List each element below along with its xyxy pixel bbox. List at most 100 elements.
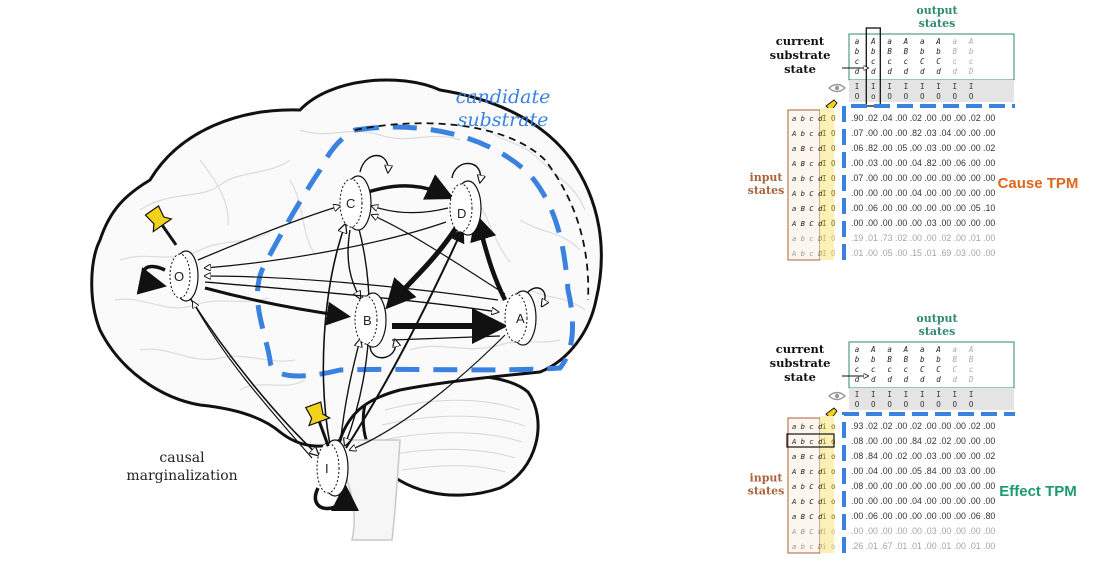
pushpin-icon (304, 401, 332, 447)
self-loops (136, 155, 545, 512)
output-state-letter: A (870, 37, 876, 46)
eye-pupil (834, 393, 840, 399)
output-states-label: states (919, 17, 956, 30)
output-io-letter: I (855, 82, 860, 91)
output-io-letter: I (871, 390, 876, 399)
output-state-letter: B (887, 355, 892, 364)
candidate-label-line1: candidate (456, 86, 551, 108)
output-state-letter: C (936, 365, 941, 374)
output-io-letter: I (887, 82, 892, 91)
output-state-letter: B (953, 47, 958, 56)
tpm-title: Effect TPM (999, 483, 1077, 500)
brain-illustration: O C D B A (90, 78, 603, 541)
output-state-letter: a (855, 37, 860, 46)
output-state-letter: c (855, 365, 860, 374)
output-state-letter: B (904, 47, 909, 56)
node-O-label: O (174, 269, 184, 284)
pushpin-icon (144, 205, 178, 246)
nodes: O C D B A (169, 175, 537, 497)
output-state-letter: B (953, 355, 958, 364)
output-state-letter: A (935, 37, 941, 46)
input-states-box (787, 417, 821, 554)
output-state-letter: c (904, 365, 909, 374)
output-state-letter: a (887, 37, 892, 46)
tpm-row-values: .06 .82 .00 .05 .00 .03 .00 .00 .00 .02 (851, 143, 995, 153)
output-state-letter: a (953, 37, 958, 46)
output-state-letter: D (968, 375, 974, 384)
output-io-letter: O (904, 400, 909, 409)
output-io-letter: O (855, 92, 860, 101)
node-A: A (504, 290, 537, 346)
output-state-letter: d (871, 375, 876, 384)
input-io-label: I O (822, 174, 836, 183)
input-state-row-label: a b c d (792, 422, 823, 431)
output-state-letter: A (903, 37, 909, 46)
tpm-row-values: .00 .00 .00 .00 .00 .03 .00 .00 .00 .00 (851, 218, 995, 228)
input-state-row-label: a b c D (792, 542, 822, 551)
output-state-letter: b (936, 355, 941, 364)
input-state-row-label: A b c D (791, 249, 822, 258)
edge-D-B (385, 226, 459, 310)
edge-D-O (205, 221, 447, 268)
edge-O-B (204, 286, 351, 326)
input-states-box (787, 109, 821, 261)
output-io-letter: O (969, 400, 974, 409)
current-state-label: substrate (770, 356, 831, 370)
input-io-label: i o (822, 527, 836, 536)
tpm-row-values: .26 .01 .67 .01 .01 .00 .01 .00 .01 .00 (851, 541, 995, 551)
output-io-letter: I (920, 390, 925, 399)
marginalization-label-line1: causal (159, 450, 205, 466)
output-state-letter: b (969, 47, 974, 56)
tpm-title: Cause TPM (998, 175, 1079, 192)
output-state-letter: d (871, 67, 876, 76)
input-state-row-label: A B c d (791, 467, 823, 476)
output-state-letter: a (855, 345, 860, 354)
output-state-letter: c (887, 57, 892, 66)
edge-I-B (339, 340, 360, 446)
cerebellum-folds (381, 399, 526, 473)
output-state-letter: C (920, 365, 925, 374)
output-io-letter: I (904, 390, 909, 399)
edge-A-O (205, 276, 499, 301)
output-state-letter: d (904, 375, 909, 384)
tpm-row-values: .08 .00 .00 .00 .00 .00 .00 .00 .00 .00 (851, 481, 995, 491)
input-io-label: i o (822, 482, 836, 491)
input-io-label: i o (822, 542, 836, 551)
output-io-letter: O (904, 92, 909, 101)
input-states-label: input (750, 472, 784, 485)
output-state-letter: a (920, 37, 925, 46)
edge-A-I (350, 334, 506, 450)
tpm-row-values: .00 .00 .00 .00 .04 .00 .00 .00 .00 .00 (851, 188, 995, 198)
candidate-substrate-boundary (254, 124, 576, 379)
input-io-label: i o (822, 512, 836, 521)
output-states-label: states (919, 325, 956, 338)
input-io-label: I O (822, 204, 836, 213)
edge-I-D (345, 226, 465, 449)
input-io-label: I O (822, 234, 836, 243)
input-state-row-label: A B c d (791, 159, 823, 168)
output-io-letter: O (920, 92, 925, 101)
input-io-label: i o (822, 467, 836, 476)
input-state-row-label: A b c d (791, 437, 823, 446)
output-state-letter: b (936, 47, 941, 56)
output-state-letter: B (904, 355, 909, 364)
output-state-letter: A (903, 345, 909, 354)
output-state-letter: C (953, 365, 958, 374)
output-state-letter: b (871, 47, 876, 56)
input-states-label: states (748, 485, 785, 498)
node-D-label: D (457, 206, 466, 221)
output-states-label: output (916, 312, 958, 325)
output-state-letter: d (953, 67, 958, 76)
current-io-band (820, 416, 834, 553)
input-io-label: I O (822, 189, 836, 198)
input-state-row-label: a B c d (792, 452, 823, 461)
output-state-letter: A (968, 345, 974, 354)
tpm-row-values: .00 .03 .00 .00 .04 .82 .00 .06 .00 .00 (851, 158, 995, 168)
output-state-letter: d (887, 375, 892, 384)
output-state-letter: b (920, 355, 925, 364)
output-state-letter: a (920, 345, 925, 354)
output-io-letter: O (871, 400, 876, 409)
input-io-label: I O (822, 159, 836, 168)
output-states-label: output (916, 4, 958, 17)
edge-C-B (347, 229, 360, 298)
